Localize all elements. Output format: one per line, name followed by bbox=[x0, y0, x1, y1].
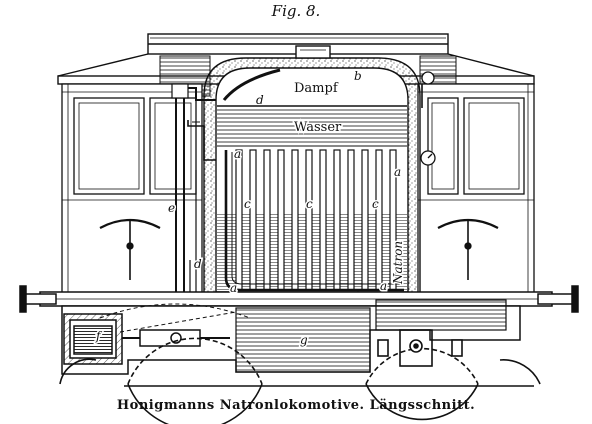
label-a-left: a bbox=[234, 147, 241, 161]
label-e: e bbox=[168, 201, 175, 215]
label-a-bottom-right: a bbox=[380, 279, 387, 293]
label-natron: Natron bbox=[391, 241, 405, 285]
side-pipes bbox=[171, 83, 216, 300]
figure-title: Fig. 8. bbox=[271, 2, 321, 20]
diagram-labels: Dampf Wasser Natron b d a a c c c e d a … bbox=[94, 69, 407, 349]
natron-boiler bbox=[203, 45, 421, 301]
label-dampf: Dampf bbox=[294, 81, 339, 96]
label-a-right: a bbox=[394, 165, 401, 179]
label-a-bottom-left: a bbox=[230, 281, 237, 295]
cab-left bbox=[61, 83, 203, 295]
figure-caption: Honigmanns Natronlokomotive. Längsschnit… bbox=[116, 398, 476, 413]
label-c-2: c bbox=[306, 197, 313, 211]
label-d-lower: d bbox=[194, 257, 202, 271]
label-d-top: d bbox=[256, 93, 264, 107]
label-f: f bbox=[95, 329, 103, 343]
cab-right bbox=[417, 71, 535, 295]
label-c-1: c bbox=[244, 197, 251, 211]
label-g: g bbox=[300, 333, 308, 347]
label-c-3: c bbox=[372, 197, 379, 211]
label-b: b bbox=[354, 69, 362, 83]
chassis bbox=[19, 285, 579, 375]
label-wasser: Wasser bbox=[294, 120, 342, 135]
wheels bbox=[59, 303, 541, 424]
